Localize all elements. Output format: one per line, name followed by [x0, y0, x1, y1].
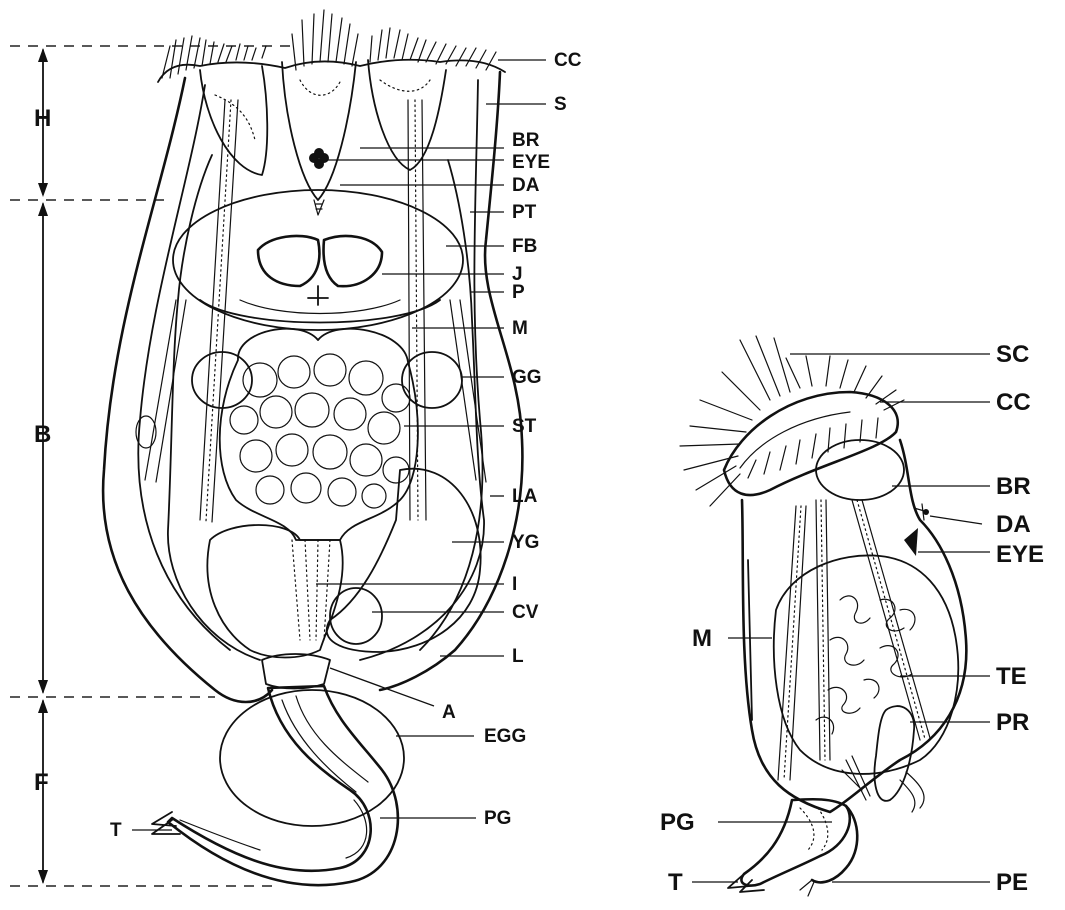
label-la: LA [512, 486, 538, 507]
label-s: S [554, 94, 567, 115]
male-toes [728, 874, 764, 892]
eyespot [309, 148, 329, 169]
intestine-lines [292, 540, 330, 640]
label-pe: PE [996, 869, 1028, 896]
label-br: BR [512, 130, 540, 151]
stomach [220, 329, 418, 540]
label-fb: FB [512, 236, 537, 257]
male-body-outline [742, 440, 966, 812]
pharynx-arc [200, 300, 440, 323]
male-foot [741, 799, 849, 885]
male-eye [904, 528, 918, 556]
male-muscles [748, 500, 930, 780]
label-i: I [512, 574, 517, 595]
label-gg: GG [512, 367, 542, 388]
testis [816, 596, 915, 734]
section-label-h: H [34, 105, 51, 132]
label-t-right: T [668, 869, 683, 896]
label-cv: CV [512, 602, 539, 623]
dorsal-antenna [314, 200, 324, 215]
label-pt: PT [512, 202, 537, 223]
label-eye-right: EYE [996, 541, 1044, 568]
mastax-muscle-arc [240, 300, 400, 314]
label-eye: EYE [512, 152, 550, 173]
male-penis-tip [800, 880, 814, 896]
male-rotifer-drawing [680, 336, 966, 896]
label-a: A [442, 702, 456, 723]
label-m-right: M [692, 625, 712, 652]
male-pedal-gland [800, 808, 828, 850]
lorica-inner-line [138, 80, 482, 650]
section-label-b: B [34, 421, 51, 448]
foot [168, 686, 398, 885]
mastax-jaws [258, 236, 382, 305]
gastric-gland-right [402, 352, 462, 408]
male-corona [724, 392, 898, 495]
toes [152, 812, 180, 834]
label-st: ST [512, 416, 537, 437]
intestine [207, 525, 342, 658]
prostate [875, 706, 915, 801]
label-sc: SC [996, 341, 1029, 368]
label-cc-right: CC [996, 389, 1031, 416]
label-egg: EGG [484, 726, 526, 747]
label-pr: PR [996, 709, 1029, 736]
label-t: T [110, 820, 122, 841]
label-yg: YG [512, 532, 539, 553]
male-brain [816, 440, 904, 500]
label-pg-right: PG [660, 809, 695, 836]
label-l: L [512, 646, 524, 667]
label-da-right: DA [996, 511, 1031, 538]
foot-banding [180, 696, 368, 858]
label-da: DA [512, 175, 540, 196]
label-te: TE [996, 663, 1027, 690]
label-cc: CC [554, 50, 582, 71]
label-br-right: BR [996, 473, 1031, 500]
lorica-outline [103, 72, 522, 702]
label-m: M [512, 318, 528, 339]
section-label-f: F [34, 769, 49, 796]
female-rotifer-drawing [10, 10, 522, 886]
section-dimension-lines [10, 46, 290, 886]
anus-collar [262, 654, 330, 689]
head-lobes [200, 60, 446, 200]
label-pg: PG [484, 808, 511, 829]
label-p: P [512, 282, 525, 303]
egg [220, 690, 404, 826]
